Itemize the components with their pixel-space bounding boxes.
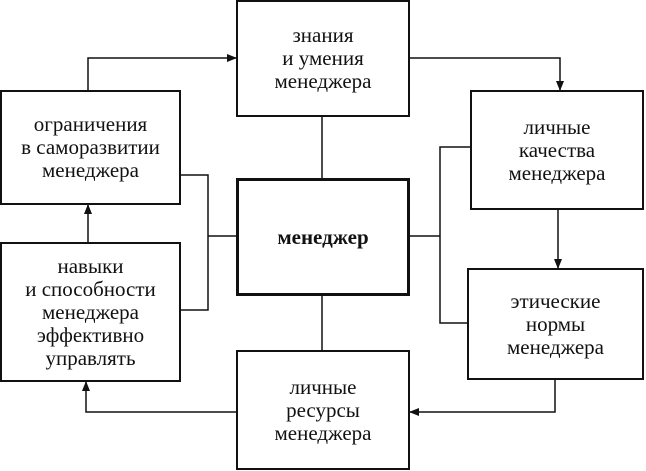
bracket-right: [439, 146, 470, 324]
bracket-left: [181, 174, 209, 311]
box-manager-center: менеджер: [236, 178, 410, 296]
box-knowledge-skills: знания и умения менеджера: [236, 0, 410, 117]
arrow-ethics-to-resources: [409, 380, 556, 416]
box-ethical-norms: этические нормы менеджера: [467, 268, 644, 380]
box-personal-qualities: личные качества менеджера: [470, 90, 644, 210]
box-personal-resources: личные ресурсы менеджера: [236, 350, 410, 470]
arrow-limits-to-knowledge: [87, 54, 237, 90]
arrow-knowledge-to-qualities: [410, 57, 564, 91]
arrow-resources-to-skills: [82, 381, 236, 413]
box-skills-abilities: навыки и способности менеджера эффективн…: [0, 242, 181, 382]
box-self-development-limits: ограничения в саморазвитии менеджера: [0, 90, 181, 205]
